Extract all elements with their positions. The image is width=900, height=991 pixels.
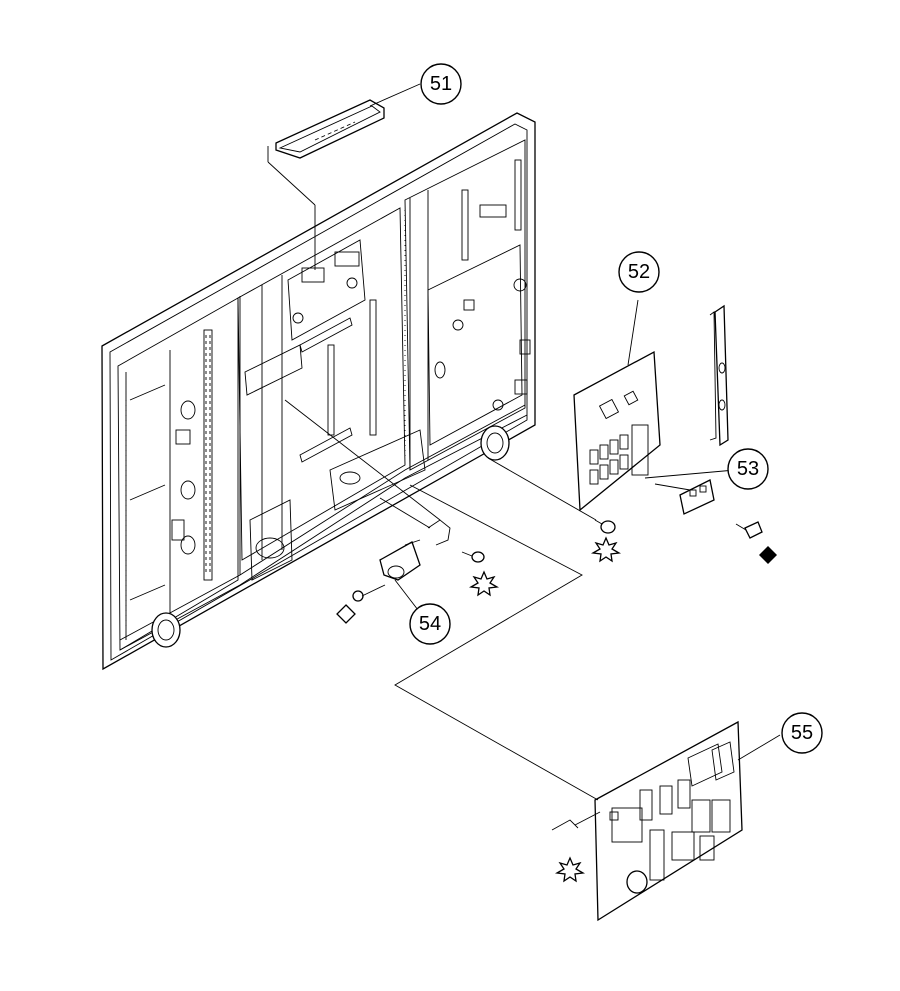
callout-53-label: 53	[737, 458, 759, 480]
callout-55-label: 55	[791, 722, 813, 744]
part-51-bracket	[267, 83, 421, 270]
callout-51-label: 51	[430, 73, 452, 95]
callout-54: 54	[409, 603, 451, 645]
part-53-bracket-assembly	[644, 304, 763, 539]
callout-54-label: 54	[419, 613, 441, 635]
rear-chassis-frame	[101, 112, 536, 671]
part-54-component	[284, 399, 485, 611]
assembly-leader-lines	[394, 484, 599, 801]
callout-51: 51	[420, 63, 462, 105]
callout-53: 53	[727, 448, 769, 490]
starburst-screw-icon	[590, 536, 622, 563]
callout-52-label: 52	[628, 261, 650, 283]
open-diamond-screw-icon	[336, 604, 356, 624]
callout-55: 55	[781, 712, 823, 754]
part-52-circuit-board	[487, 299, 661, 534]
filled-diamond-screw-icon	[759, 546, 777, 564]
starburst-screw-icon	[468, 570, 500, 597]
callout-52: 52	[618, 251, 660, 293]
starburst-screw-icon	[554, 856, 586, 883]
part-55-power-board	[551, 720, 781, 922]
